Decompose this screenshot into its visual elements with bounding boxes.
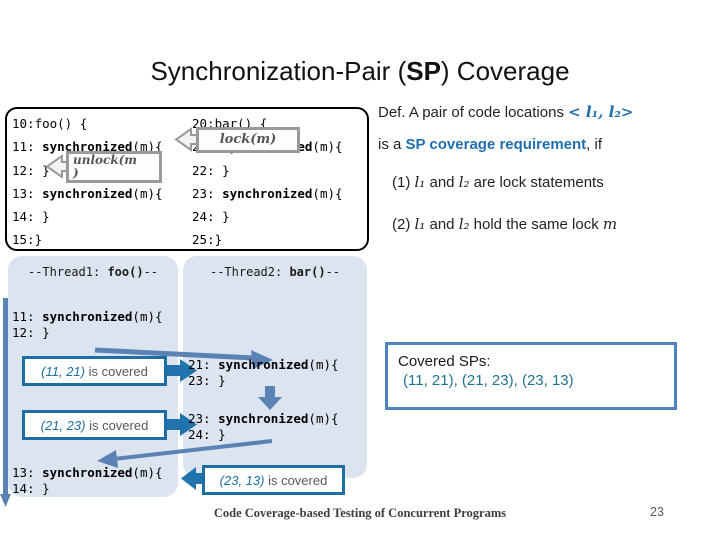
- covered-label-23-13: (23, 13) is covered: [202, 465, 345, 495]
- code-line-10: 10:foo() {: [12, 116, 88, 131]
- title-post: ) Coverage: [440, 56, 570, 86]
- covered-sps-box: Covered SPs: (11, 21), (21, 23), (23, 13…: [385, 342, 677, 410]
- thread1-exec-block-1: 11: synchronized(m){ 12: }: [12, 309, 163, 340]
- unlock-callout-label: unlock(m: [73, 153, 138, 167]
- definition-intro: Def. A pair of code locations < l₁, l₂>: [378, 103, 634, 121]
- code-line-13: 13: synchronized(m){: [12, 185, 163, 201]
- covered-label-11-21: (11, 21) is covered: [22, 356, 167, 386]
- title-pre: Synchronization-Pair (: [150, 56, 407, 86]
- code-line-11: 11: synchronized(m){: [12, 139, 163, 155]
- lock-callout: lock(m): [196, 127, 300, 153]
- thread2-lane: --Thread2: bar()--: [183, 256, 367, 478]
- thread2-exec-block-1: 21: synchronized(m){ 23: }: [188, 357, 339, 388]
- covered-sps-list: (11, 21), (21, 23), (23, 13): [403, 372, 574, 389]
- footer-title: Code Coverage-based Testing of Concurren…: [213, 506, 507, 520]
- code-line-23: 23: synchronized(m){: [192, 185, 343, 201]
- pair-math: < l₁, l₂>: [568, 103, 634, 121]
- condition-2: (2) l₁ and l₂ hold the same lock m: [392, 215, 618, 233]
- title-strong: SP: [406, 56, 441, 86]
- definition-requirement: is a SP coverage requirement, if: [378, 136, 602, 153]
- source-code-box: 10:foo() { 11: synchronized(m){ 12: } 13…: [5, 107, 369, 251]
- covered-label-21-23: (21, 23) is covered: [22, 410, 167, 440]
- code-line-14: 14: }: [12, 209, 50, 225]
- thread2-label: --Thread2: bar()--: [209, 265, 341, 279]
- condition-1: (1) l₁ and l₂ are lock statements: [392, 173, 604, 191]
- page-title: Synchronization-Pair (SP) Coverage: [0, 56, 720, 87]
- sp-term: SP coverage requirement: [405, 136, 587, 153]
- code-line-15: 15:}: [12, 232, 43, 248]
- code-line-22: 22: }: [192, 162, 230, 178]
- thread2-exec-block-2: 23: synchronized(m){ 24: }: [188, 411, 339, 442]
- thread1-label: --Thread1: foo()--: [27, 265, 159, 279]
- code-line-25: 25:}: [192, 232, 223, 248]
- lock-callout-label: lock(m): [219, 132, 277, 147]
- thread1-exec-block-2: 13: synchronized(m){ 14: }: [12, 465, 163, 496]
- unlock-callout: unlock(m): [66, 151, 162, 183]
- code-column-foo: 10:foo() { 11: synchronized(m){ 12: } 13…: [12, 112, 163, 252]
- code-line-24: 24: }: [192, 209, 230, 225]
- page-number: 23: [650, 505, 664, 519]
- covered-sps-heading: Covered SPs:: [398, 353, 491, 370]
